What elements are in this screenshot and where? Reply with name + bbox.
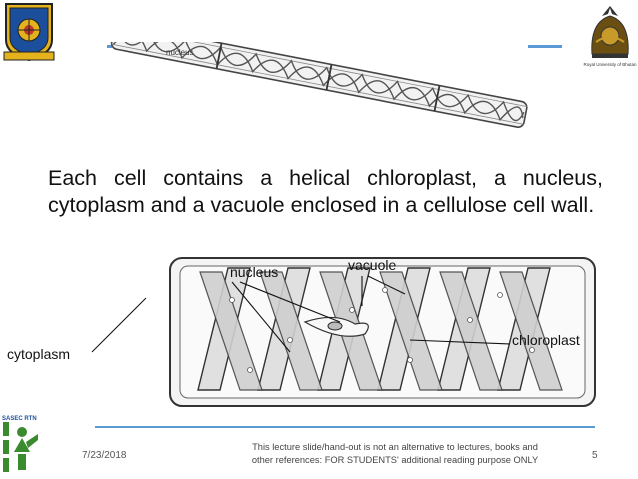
royal-university-logo: Royal University of Bhutan — [583, 6, 637, 67]
svg-text:SASEC RTN: SASEC RTN — [2, 416, 37, 422]
slide-body-text: Each cell contains a helical chloroplast… — [48, 166, 603, 217]
footer-divider — [95, 426, 595, 428]
top-nucleus-label: nucleus — [166, 48, 194, 57]
chloroplast-label: chloroplast — [512, 332, 580, 348]
footer-date: 7/23/2018 — [82, 450, 127, 461]
accent-dash-left — [107, 45, 112, 48]
sherubtse-college-logo — [3, 3, 55, 62]
page-number: 5 — [592, 450, 598, 461]
cytoplasm-label: cytoplasm — [7, 346, 71, 362]
vacuole-label: vacuole — [348, 257, 397, 273]
footer-disclaimer: This lecture slide/hand-out is not an al… — [251, 442, 539, 465]
spirogyra-filament-diagram — [110, 42, 528, 129]
accent-dash-right — [528, 45, 562, 48]
spirogyra-cell-diagram — [169, 257, 596, 407]
svg-text:Royal University of Bhutan: Royal University of Bhutan — [583, 62, 637, 67]
nucleus-label: nucleus — [230, 264, 279, 280]
sasec-rtn-logo: SASEC RTN — [0, 412, 40, 479]
